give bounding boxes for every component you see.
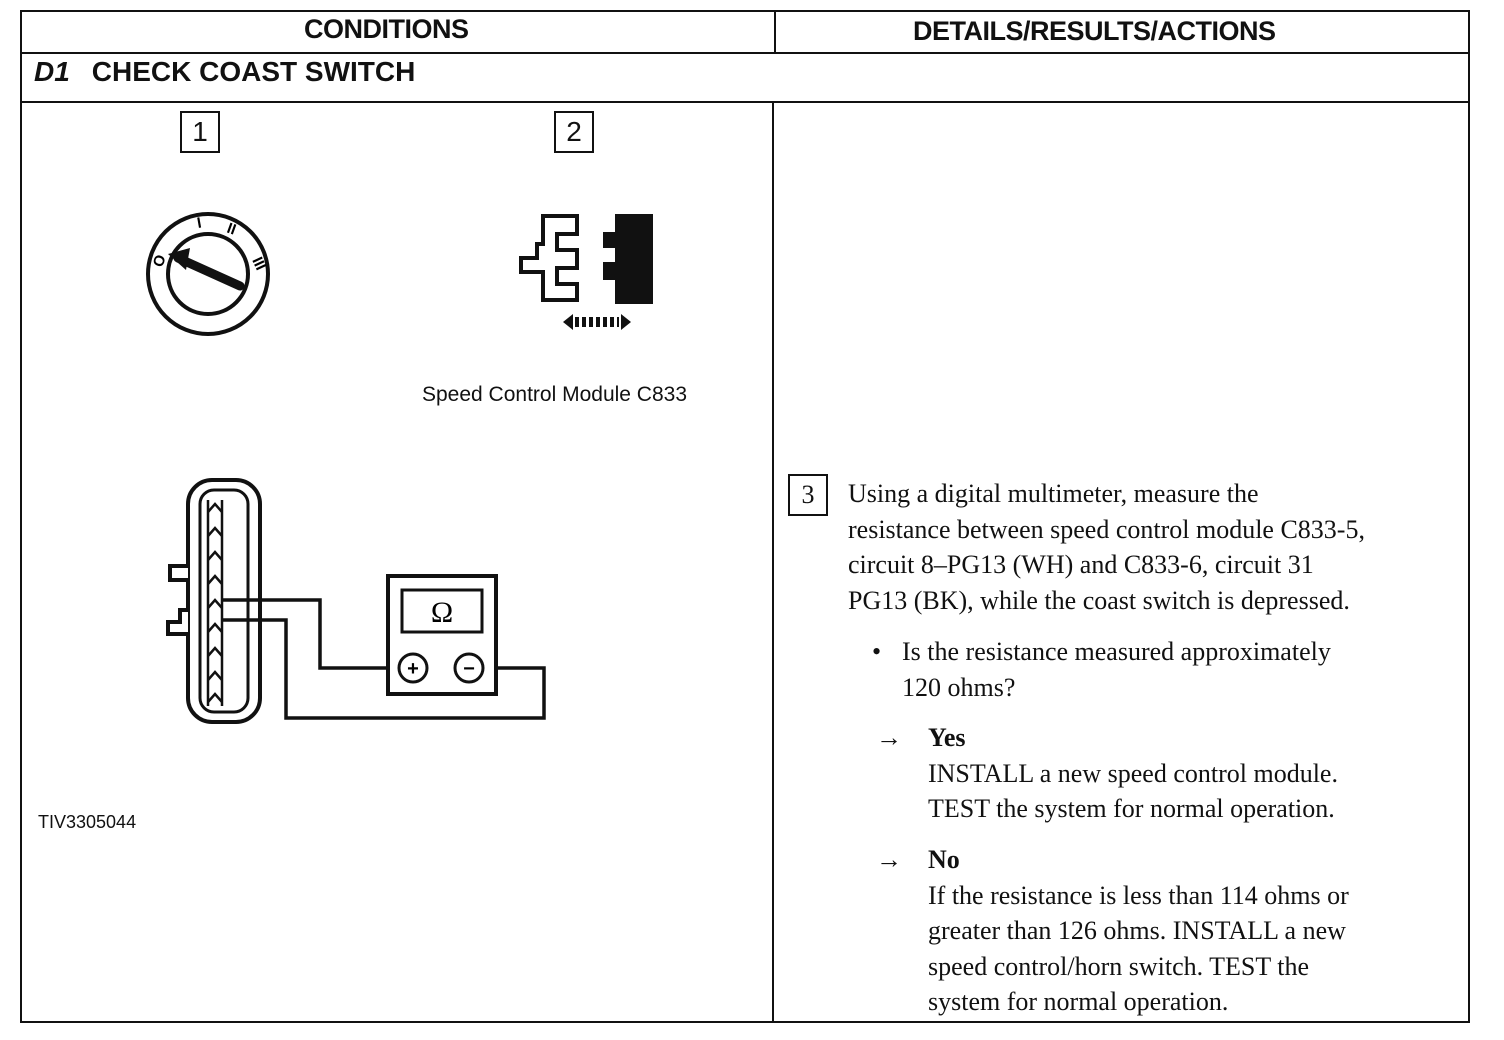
multimeter-connection-diagram: Ω + −	[166, 478, 546, 724]
procedure-table	[20, 10, 1470, 1023]
instruction-line: resistance between speed control module …	[848, 514, 1365, 544]
figure-step-1-box: 1	[180, 111, 220, 153]
yes-action-line: TEST the system for normal operation.	[928, 794, 1335, 823]
instruction-line: Using a digital multimeter, measure the	[848, 479, 1259, 508]
question-line: Is the resistance measured approximately	[902, 637, 1331, 666]
no-action-line: If the resistance is less than 114 ohms …	[928, 880, 1349, 910]
question-bullet: • Is the resistance measured approximate…	[872, 634, 1432, 705]
plus-terminal-label: +	[407, 658, 419, 680]
no-branch: → No If the resistance is less than 114 …	[876, 842, 1436, 1020]
details-step-3-box: 3	[788, 474, 828, 516]
step-number: D1	[34, 56, 70, 87]
no-action-line: speed control/horn switch. TEST the	[928, 951, 1310, 981]
no-action-line: greater than 126 ohms. INSTALL a new	[928, 916, 1346, 945]
ignition-mark-acc: I	[196, 214, 203, 231]
plus-terminal-icon	[397, 652, 429, 684]
figure-id: TIV3305044	[38, 812, 137, 832]
no-action-line: system for normal operation.	[928, 987, 1229, 1016]
minus-terminal-label: −	[463, 658, 475, 680]
step-title: D1 CHECK COAST SWITCH	[34, 56, 415, 88]
title-divider	[20, 101, 1470, 103]
minus-terminal-icon	[453, 652, 485, 684]
yes-arrow-icon: →	[876, 723, 902, 752]
yes-branch: → Yes INSTALL a new speed control module…	[876, 720, 1436, 827]
ignition-switch-icon: O I II III	[146, 212, 270, 336]
ohm-symbol: Ω	[431, 596, 453, 629]
connector-disconnect-icon	[519, 214, 653, 330]
yes-action-line: INSTALL a new speed control module.	[928, 758, 1338, 788]
question-line: 120 ohms?	[902, 672, 1016, 702]
instruction-text: Using a digital multimeter, measure the …	[848, 476, 1468, 618]
body-column-divider	[772, 101, 774, 1023]
header-divider	[20, 52, 1470, 54]
conditions-header: CONDITIONS	[304, 14, 469, 44]
connector-caption: Speed Control Module C833	[422, 383, 688, 406]
details-header: DETAILS/RESULTS/ACTIONS	[913, 16, 1276, 46]
instruction-line: circuit 8–PG13 (WH) and C833-6, circuit …	[848, 550, 1314, 579]
bullet-icon: •	[872, 637, 882, 666]
yes-label: Yes	[928, 723, 966, 752]
no-arrow-icon: →	[876, 845, 902, 874]
no-label: No	[928, 845, 960, 874]
instruction-line: PG13 (BK), while the coast switch is dep…	[848, 585, 1350, 615]
header-column-divider	[774, 10, 776, 54]
step-title-text: CHECK COAST SWITCH	[91, 56, 416, 87]
figure-step-2-box: 2	[554, 111, 594, 153]
